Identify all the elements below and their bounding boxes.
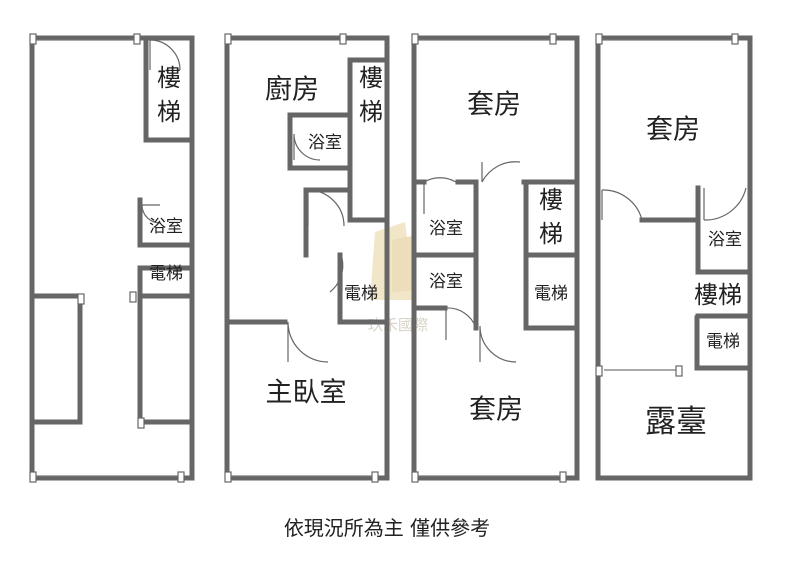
floor-4-elevator-label: 電梯: [706, 332, 740, 352]
floor-4-bath-label: 浴室: [708, 230, 742, 250]
floor-2: [224, 33, 390, 483]
floor-3-suite-bottom-label: 套房: [469, 395, 523, 426]
floor-3: [411, 33, 580, 483]
floor-2-stair-label-1: 樓梯: [359, 64, 383, 126]
floor-2-master-bedroom-label: 主臥室: [266, 378, 347, 409]
floor-4-suite-label: 套房: [646, 115, 700, 146]
floor-4-stair-label: 樓梯: [694, 281, 742, 309]
floor-3-bath-1-label: 浴室: [429, 219, 463, 239]
watermark-logo: [370, 222, 416, 300]
floor-4-terrace-label: 露臺: [645, 404, 707, 440]
floor-1-stair-label-1: 樓梯: [157, 64, 181, 126]
floor-2-elevator-label: 電梯: [344, 284, 378, 304]
floor-3-stair-label-1: 樓梯: [539, 186, 563, 248]
floor-2-bath-label: 浴室: [308, 133, 342, 153]
floor-3-bath-2-label: 浴室: [429, 272, 463, 292]
watermark-text: 玖禾國際: [368, 316, 428, 334]
floor-2-kitchen-label: 廚房: [265, 75, 319, 106]
floor-1-bath-label: 浴室: [149, 217, 183, 237]
floor-4: [595, 33, 753, 481]
floor-3-suite-top-label: 套房: [467, 90, 521, 121]
disclaimer-note: 依現況所為主 僅供參考: [284, 516, 490, 540]
floor-3-elevator-label: 電梯: [534, 284, 568, 304]
floor-1-elevator-label: 電梯: [149, 264, 183, 284]
floor-1: [29, 33, 195, 483]
